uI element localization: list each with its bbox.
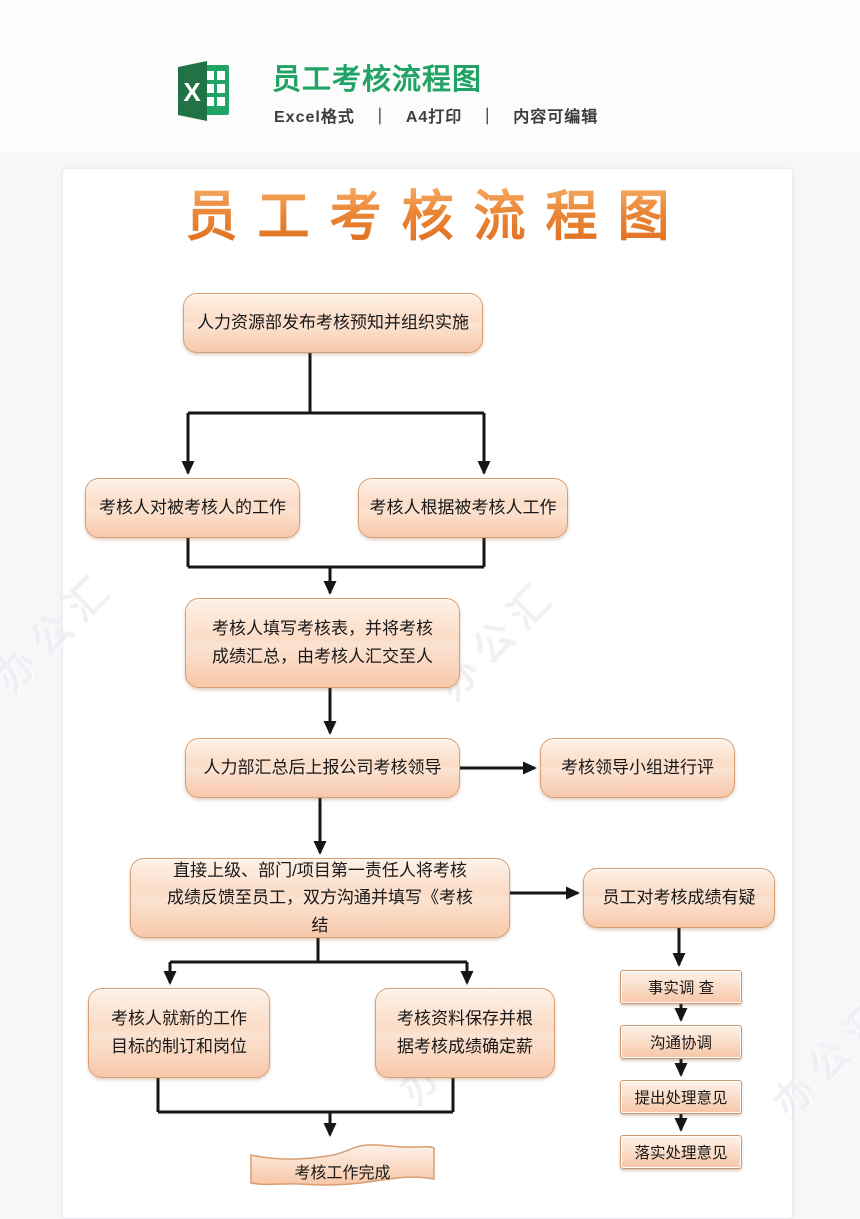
node-new-goals: 考核人就新的工作目标的制订和岗位 [88, 988, 270, 1078]
node-investigate: 事实调 查 [620, 970, 742, 1004]
excel-icon: X [178, 61, 229, 121]
page-meta: Excel格式 ｜ A4打印 ｜ 内容可编辑 [274, 109, 599, 126]
excel-x-glyph: X [183, 77, 201, 107]
flow-connectors [156, 353, 688, 1137]
node-implement-opinion: 落实处理意见 [620, 1135, 742, 1169]
node-leader-group: 考核领导小组进行评 [540, 738, 735, 798]
node-propose-opinion: 提出处理意见 [620, 1080, 742, 1114]
node-report-leader: 人力部汇总后上报公司考核领导 [185, 738, 460, 798]
node-done: 考核工作完成 [245, 1140, 440, 1190]
page-header [0, 0, 860, 152]
node-done-label: 考核工作完成 [294, 1165, 391, 1182]
page-title: 员工考核流程图 [272, 64, 483, 96]
flowchart-art-title: 员工考核流程图 [62, 178, 793, 256]
node-publish-assessment: 人力资源部发布考核预知并组织实施 [183, 293, 483, 353]
document-shape [250, 1144, 435, 1186]
node-based-on-work: 考核人根据被考核人工作 [358, 478, 568, 538]
flowchart: 员工考核流程图 [62, 168, 793, 1219]
node-archive-salary: 考核资料保存并根据考核成绩确定薪 [375, 988, 555, 1078]
node-feedback: 直接上级、部门/项目第一责任人将考核成绩反馈至员工，双方沟通并填写《考核结 [130, 858, 510, 938]
node-review-work: 考核人对被考核人的工作 [85, 478, 300, 538]
node-dispute: 员工对考核成绩有疑 [583, 868, 775, 928]
node-coordinate: 沟通协调 [620, 1025, 742, 1059]
node-fill-form: 考核人填写考核表，并将考核成绩汇总，由考核人汇交至人 [185, 598, 460, 688]
